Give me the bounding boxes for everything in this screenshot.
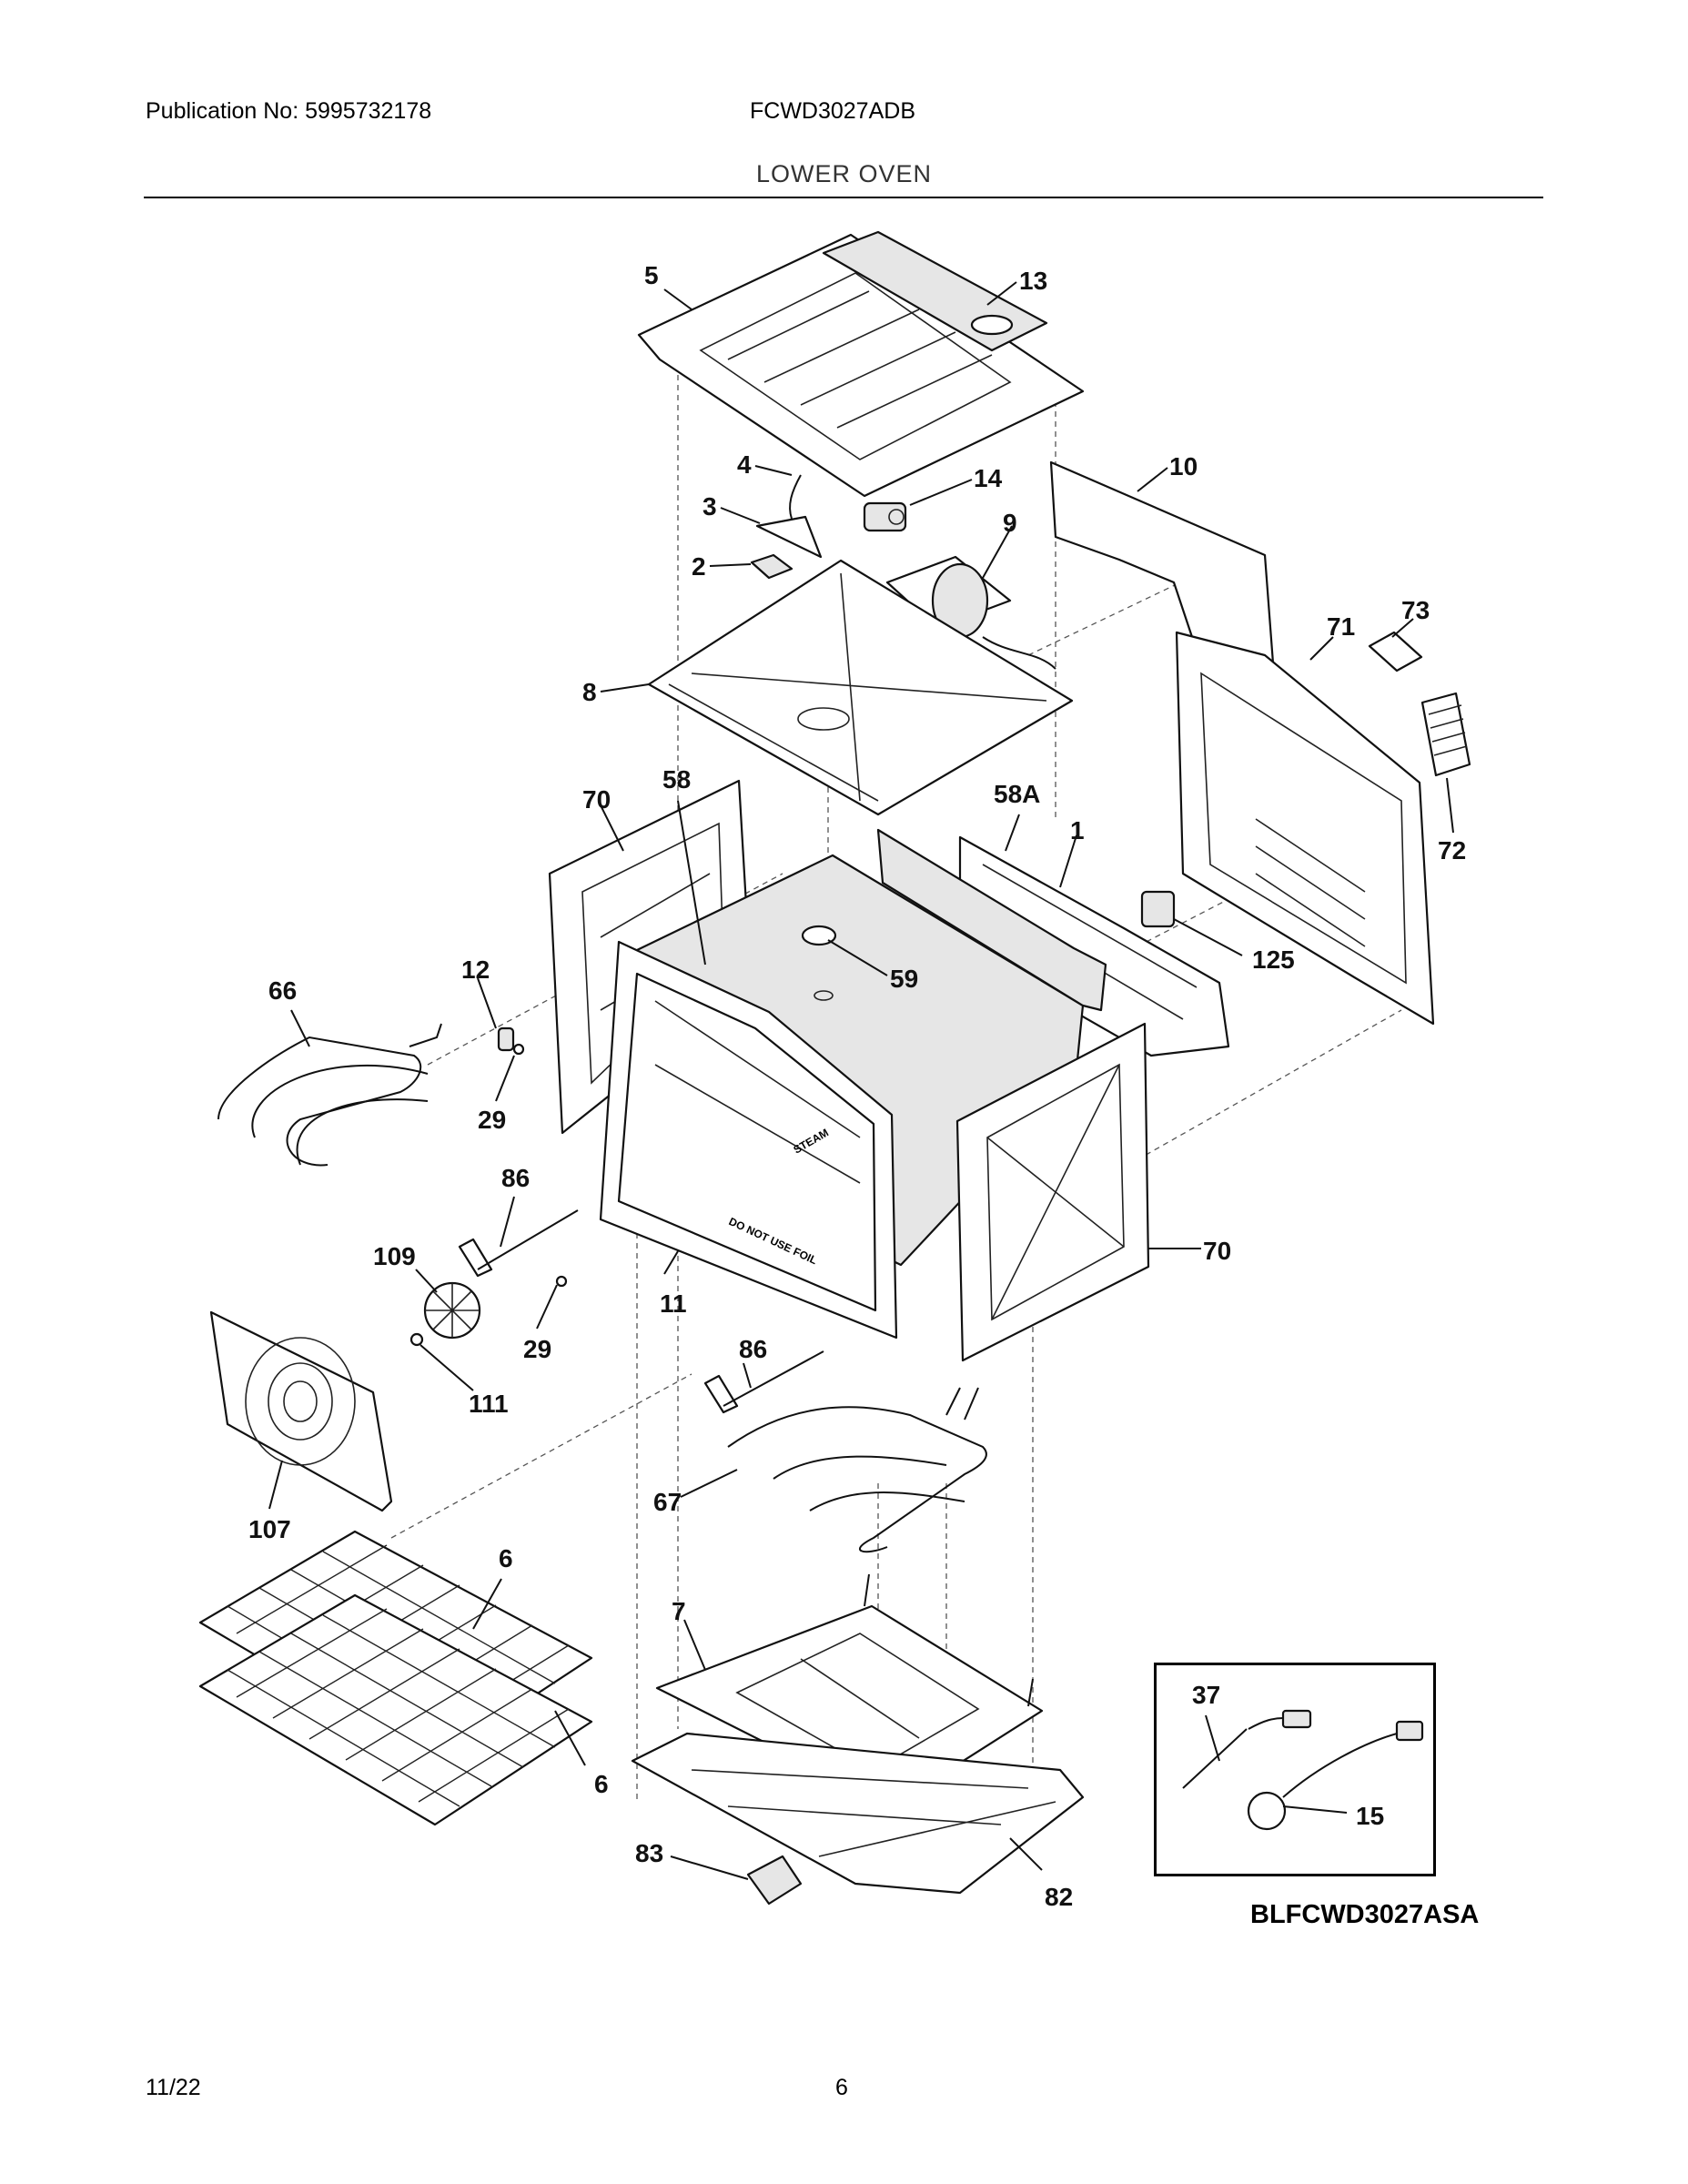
convection-motor-part	[885, 555, 1056, 670]
fan-nut-part	[409, 1332, 424, 1347]
label-70-left: 70	[582, 785, 611, 814]
label-14: 14	[974, 464, 1003, 492]
inset-box	[1154, 1663, 1436, 1876]
label-6-lower: 6	[594, 1770, 609, 1798]
label-67: 67	[653, 1488, 682, 1516]
lower-frame-part	[631, 1732, 1085, 1895]
bottom-bracket-part	[746, 1855, 803, 1906]
label-37: 37	[1192, 1681, 1220, 1709]
label-71: 71	[1327, 612, 1355, 641]
oven-rack-lower-part	[198, 1593, 593, 1826]
small-bracket-part	[750, 553, 793, 580]
label-2: 2	[692, 552, 706, 581]
label-58A: 58A	[994, 780, 1040, 808]
label-59: 59	[890, 965, 918, 993]
sensor-wire-part	[789, 474, 802, 520]
leader-lines	[268, 281, 1454, 1880]
header-rule	[144, 197, 1543, 198]
rack-support-lower-part	[703, 1350, 824, 1414]
label-109: 109	[373, 1242, 416, 1270]
label-15: 15	[1356, 1802, 1384, 1830]
publication-number: Publication No: 5995732178	[146, 98, 432, 124]
inset-code: BLFCWD3027ASA	[1250, 1900, 1480, 1929]
cover-plate-part	[1368, 631, 1423, 672]
label-5: 5	[644, 261, 659, 289]
front-frame-part: STEAM DO NOT USE FOIL	[599, 940, 898, 1340]
label-1: 1	[1070, 816, 1085, 844]
label-4: 4	[737, 450, 752, 479]
limiter-part	[497, 1026, 515, 1052]
rear-insulation-part	[1049, 460, 1276, 677]
label-8: 8	[582, 678, 597, 706]
triangle-gasket-part	[755, 515, 823, 559]
label-86-upper: 86	[501, 1164, 530, 1192]
vent-grille-part	[1420, 692, 1471, 777]
top-insulation-part	[822, 230, 1048, 352]
cavity-top-part	[647, 559, 1074, 816]
screw-part-lower	[555, 1275, 568, 1288]
rear-panel-part	[1175, 631, 1435, 1026]
footer-date: 11/22	[146, 2075, 201, 2100]
section-title: LOWER OVEN	[755, 160, 933, 187]
label-9: 9	[1003, 509, 1017, 537]
label-7: 7	[672, 1597, 686, 1625]
label-70-right: 70	[1203, 1237, 1231, 1265]
inset-parts	[1182, 1709, 1424, 1831]
label-3: 3	[702, 492, 717, 521]
label-29-lower: 29	[523, 1335, 551, 1363]
temperature-sensor-part	[1140, 890, 1176, 928]
label-82: 82	[1045, 1883, 1073, 1911]
label-11: 11	[660, 1289, 687, 1318]
label-73: 73	[1401, 596, 1430, 624]
label-83: 83	[635, 1839, 663, 1867]
callout-labels: 5 13 4 14 10 3 9 2 73 71 8 58 70 58A 1 7…	[248, 261, 1466, 1911]
label-107: 107	[248, 1515, 291, 1543]
screw-part-upper	[512, 1043, 525, 1056]
broil-element-part	[217, 1023, 442, 1167]
model-number: FCWD3027ADB	[750, 98, 915, 124]
fan-blade-part	[423, 1281, 481, 1340]
label-125: 125	[1252, 945, 1295, 974]
label-12: 12	[461, 956, 490, 984]
bake-element-part	[727, 1387, 987, 1553]
label-13: 13	[1019, 267, 1047, 295]
label-72: 72	[1438, 836, 1466, 864]
label-86-lower: 86	[739, 1335, 767, 1363]
right-side-panel-part	[955, 1022, 1150, 1362]
door-switch-part	[863, 501, 907, 532]
fan-cover-part	[209, 1310, 393, 1512]
rack-support-upper-part	[458, 1209, 579, 1278]
label-66: 66	[268, 976, 297, 1005]
label-29-upper: 29	[478, 1106, 506, 1134]
label-58: 58	[662, 765, 691, 794]
label-6-upper: 6	[499, 1544, 513, 1572]
top-wrapper-part	[637, 233, 1085, 498]
label-10: 10	[1169, 452, 1198, 480]
page-number: 6	[835, 2075, 848, 2100]
label-111: 111	[469, 1390, 509, 1418]
